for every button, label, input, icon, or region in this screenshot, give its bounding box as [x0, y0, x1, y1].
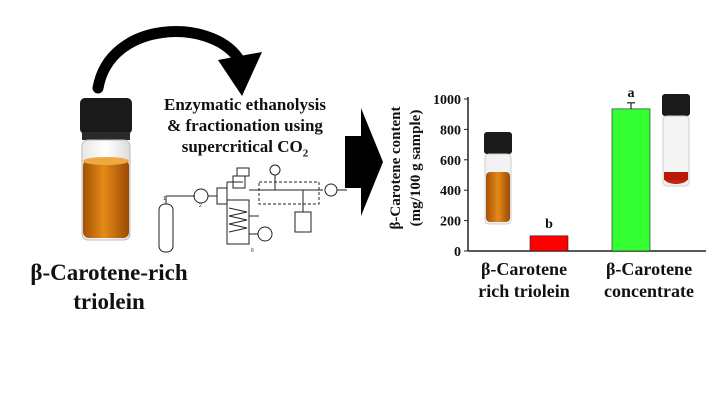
bar-chart: 0 200 400 600 800 1000 b a: [433, 86, 706, 260]
y-tick-label: 400: [440, 184, 461, 199]
process-description: Enzymatic ethanolysis & fractionation us…: [164, 95, 326, 160]
significance-letter-1: a: [628, 86, 635, 101]
svg-text:2: 2: [199, 203, 202, 209]
y-tick-label: 1000: [433, 93, 461, 108]
y-tick-label: 0: [454, 245, 461, 260]
vial-icon: [80, 98, 132, 241]
svg-text:1: 1: [163, 196, 166, 202]
triolein-vial-icon: [484, 132, 512, 225]
bar-0: [529, 235, 569, 252]
significance-letter-0: b: [545, 217, 553, 232]
bar-1: [611, 108, 651, 252]
y-tick-label: 600: [440, 154, 461, 169]
apparatus-diagram: 1 2 6: [158, 164, 347, 254]
svg-text:6: 6: [251, 248, 254, 254]
y-tick-label: 200: [440, 215, 461, 230]
left-vial-label: β-Carotene-rich triolein: [30, 260, 188, 314]
y-tick-label: 800: [440, 123, 461, 138]
category-label-0: β-Carotene rich triolein: [478, 259, 570, 301]
right-arrow: [345, 108, 383, 216]
category-label-1: β-Carotene concentrate: [604, 259, 694, 301]
concentrate-vial-icon: [662, 94, 690, 187]
